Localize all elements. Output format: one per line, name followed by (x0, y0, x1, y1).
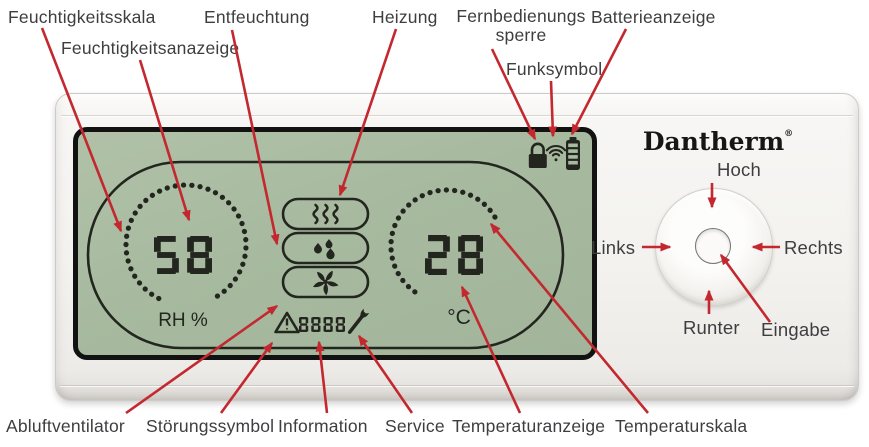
warning-icon (274, 311, 300, 334)
battery-icon (566, 137, 580, 170)
callout-temperaturskala: Temperaturskala (615, 416, 748, 436)
service-wrench-icon (347, 308, 370, 335)
callout-funksymbol: Funksymbol (506, 59, 603, 79)
callout-abluftventilator: Abluftventilator (6, 416, 125, 436)
enter-button[interactable] (695, 228, 731, 264)
temperature-scale-arc (388, 187, 501, 295)
dehumidify-pill (281, 231, 370, 265)
lcd-display: RH % °C (73, 127, 597, 360)
fan-icon (313, 270, 339, 296)
callout-stoerungssymbol: Störungssymbol (146, 416, 275, 436)
brand-logo: Dantherm® (633, 127, 803, 156)
dehumidify-icon (314, 239, 335, 260)
temperature-value (425, 235, 483, 275)
down-button[interactable] (697, 270, 731, 304)
humidity-value (154, 236, 212, 274)
label-runter: Runter (683, 317, 740, 338)
label-rechts: Rechts (784, 237, 843, 258)
callout-entfeuchtung: Entfeuchtung (204, 7, 310, 27)
up-button[interactable] (697, 190, 731, 224)
heating-icon (312, 203, 339, 225)
callout-information: Information (278, 416, 368, 436)
label-hoch: Hoch (717, 159, 761, 180)
body-top-seam (61, 115, 853, 116)
radio-signal-icon (545, 144, 567, 162)
right-button[interactable] (737, 230, 771, 264)
callout-feuchtigkeitsskala: Feuchtigkeitsskala (8, 7, 156, 27)
fan-pill (281, 265, 370, 299)
brand-name: Dantherm (642, 127, 785, 156)
label-links: Links (591, 237, 636, 258)
nav-wheel[interactable] (655, 188, 773, 306)
label-eingabe: Eingabe (761, 319, 831, 340)
heating-pill (281, 197, 370, 231)
temperature-unit-label: °C (447, 306, 471, 329)
callout-fernbedienungssperre-line1: Fernbedienungs (456, 6, 586, 26)
callout-feuchtigkeitsanazeige: Feuchtigkeitsanazeige (61, 38, 240, 58)
callout-heizung: Heizung (372, 7, 438, 27)
registered-mark: ® (784, 129, 794, 139)
callout-batterieanzeige: Batterieanzeige (591, 7, 716, 27)
left-button[interactable] (657, 230, 691, 264)
body-bottom-seam (60, 385, 854, 386)
humidity-unit-label: RH % (158, 310, 208, 331)
callout-temperaturanzeige: Temperaturanzeige (452, 416, 606, 436)
information-value (299, 317, 345, 332)
callout-service: Service (385, 416, 445, 436)
callout-fernbedienungssperre: Fernbedienungs sperre (451, 7, 591, 45)
callout-fernbedienungssperre-line2: sperre (495, 24, 547, 45)
lock-icon (528, 142, 547, 168)
